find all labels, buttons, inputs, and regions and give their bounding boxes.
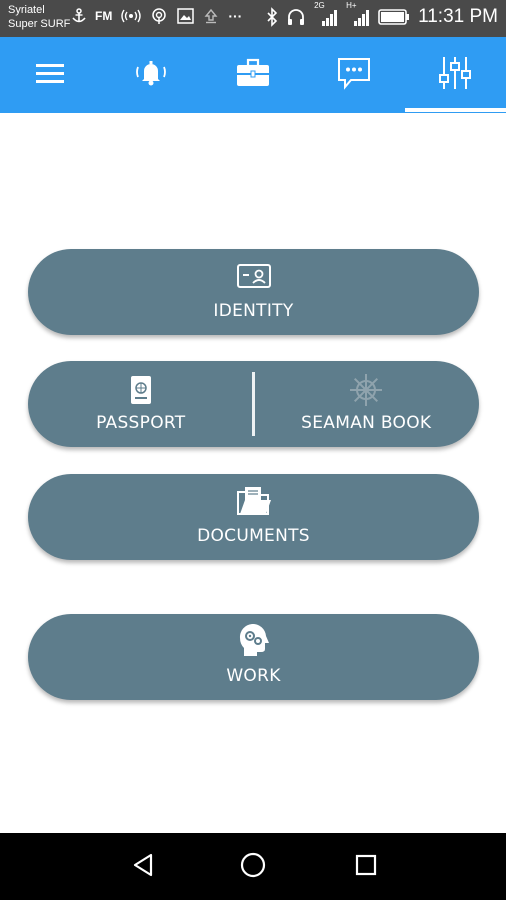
id-card-icon [236, 263, 272, 294]
chat-icon [337, 56, 371, 95]
sliders-icon [439, 55, 471, 96]
battery-icon [378, 9, 410, 25]
home-button[interactable] [233, 851, 273, 883]
passport-icon [129, 374, 153, 411]
work-label: WORK [226, 666, 281, 686]
active-tab-indicator [405, 108, 506, 112]
status-icons-right: 2G H+ 11:31 PM [266, 1, 498, 28]
tab-notifications[interactable] [101, 37, 201, 113]
tab-jobs[interactable] [203, 37, 303, 113]
back-icon [132, 853, 154, 882]
hamburger-icon [36, 62, 64, 89]
more-dots-icon: ··· [228, 8, 243, 24]
bluetooth-icon [266, 7, 278, 27]
recents-icon [355, 854, 377, 881]
upload-icon [203, 8, 219, 24]
documents-label: DOCUMENTS [197, 526, 310, 546]
clock: 11:31 PM [418, 6, 498, 27]
work-button[interactable]: WORK [28, 614, 479, 700]
documents-button[interactable]: DOCUMENTS [28, 474, 479, 560]
headset-icon [286, 7, 306, 27]
briefcase-icon [236, 58, 270, 93]
identity-label: IDENTITY [213, 301, 294, 321]
signal-icon: 2G [314, 1, 338, 27]
fm-label: FM [95, 9, 113, 23]
signal-2-icon: H+ [346, 1, 370, 27]
back-button[interactable] [123, 851, 163, 883]
carrier-line-2: Super SURF [8, 18, 71, 30]
folder-documents-icon [235, 484, 273, 523]
identity-button[interactable]: IDENTITY [28, 249, 479, 335]
hotspot-icon [150, 8, 168, 24]
group-divider [252, 372, 255, 436]
radio-waves-icon [121, 9, 142, 23]
passport-label: PASSPORT [96, 413, 186, 433]
anchor-icon [72, 8, 86, 24]
ship-wheel-icon [349, 373, 383, 412]
seaman-book-label: SEAMAN BOOK [301, 413, 432, 433]
tab-settings[interactable] [405, 37, 505, 113]
tab-messages[interactable] [304, 37, 404, 113]
passport-button[interactable]: PASSPORT [28, 361, 254, 447]
app-tab-bar [0, 37, 506, 113]
recents-button[interactable] [346, 851, 386, 883]
image-icon [177, 8, 195, 24]
hplus-label: H+ [346, 1, 357, 10]
tab-menu[interactable] [0, 37, 100, 113]
carrier-name: Syriatel Super SURF [8, 3, 70, 31]
carrier-line-1: Syriatel [8, 4, 45, 16]
head-gears-icon [238, 623, 270, 663]
home-icon [240, 852, 266, 883]
system-nav-bar [0, 833, 506, 900]
passport-seaman-group: PASSPORT SEAMAN BOOK [28, 361, 479, 447]
status-icons-left: FM ··· [72, 8, 242, 24]
network-type-label: 2G [314, 1, 325, 10]
seaman-book-button[interactable]: SEAMAN BOOK [254, 361, 480, 447]
status-bar: Syriatel Super SURF FM ··· 2G [0, 0, 506, 37]
bell-icon [133, 57, 169, 94]
